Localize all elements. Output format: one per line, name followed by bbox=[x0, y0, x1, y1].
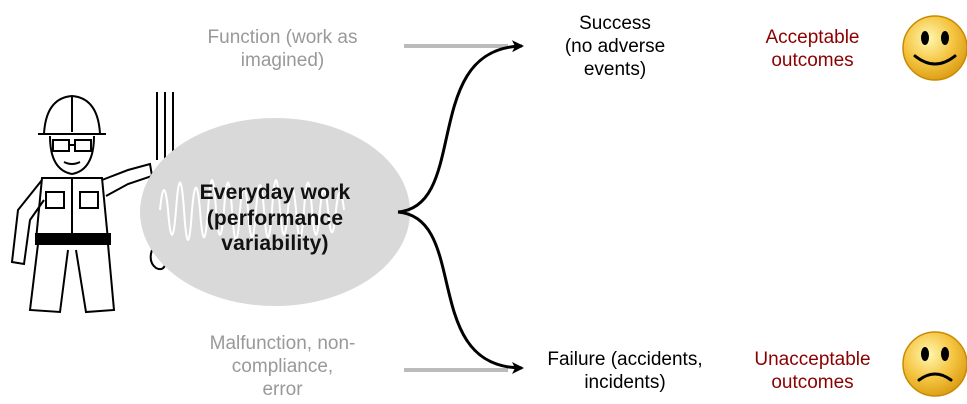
unacceptable-outcomes-label: Unacceptable outcomes bbox=[754, 349, 871, 394]
sad-face-icon bbox=[902, 331, 967, 397]
happy-face-icon bbox=[902, 15, 967, 81]
failure-label: Failure (accidents, incidents) bbox=[547, 349, 703, 394]
failure-branch-arrow bbox=[397, 210, 524, 374]
success-branch-arrow bbox=[397, 40, 524, 214]
acceptable-outcomes-label: Acceptable outcomes bbox=[765, 27, 860, 72]
success-label: Success (no adverse events) bbox=[564, 13, 666, 81]
variability-squiggle bbox=[159, 179, 345, 241]
everyday-work-ellipse bbox=[140, 118, 410, 306]
everyday-work-label: Everyday work (performance variability) bbox=[199, 181, 351, 256]
function-label: Function (work as imagined) bbox=[207, 27, 358, 72]
malfunction-label: Malfunction, non- compliance, error bbox=[209, 333, 356, 401]
worker-illustration-icon bbox=[10, 92, 174, 314]
